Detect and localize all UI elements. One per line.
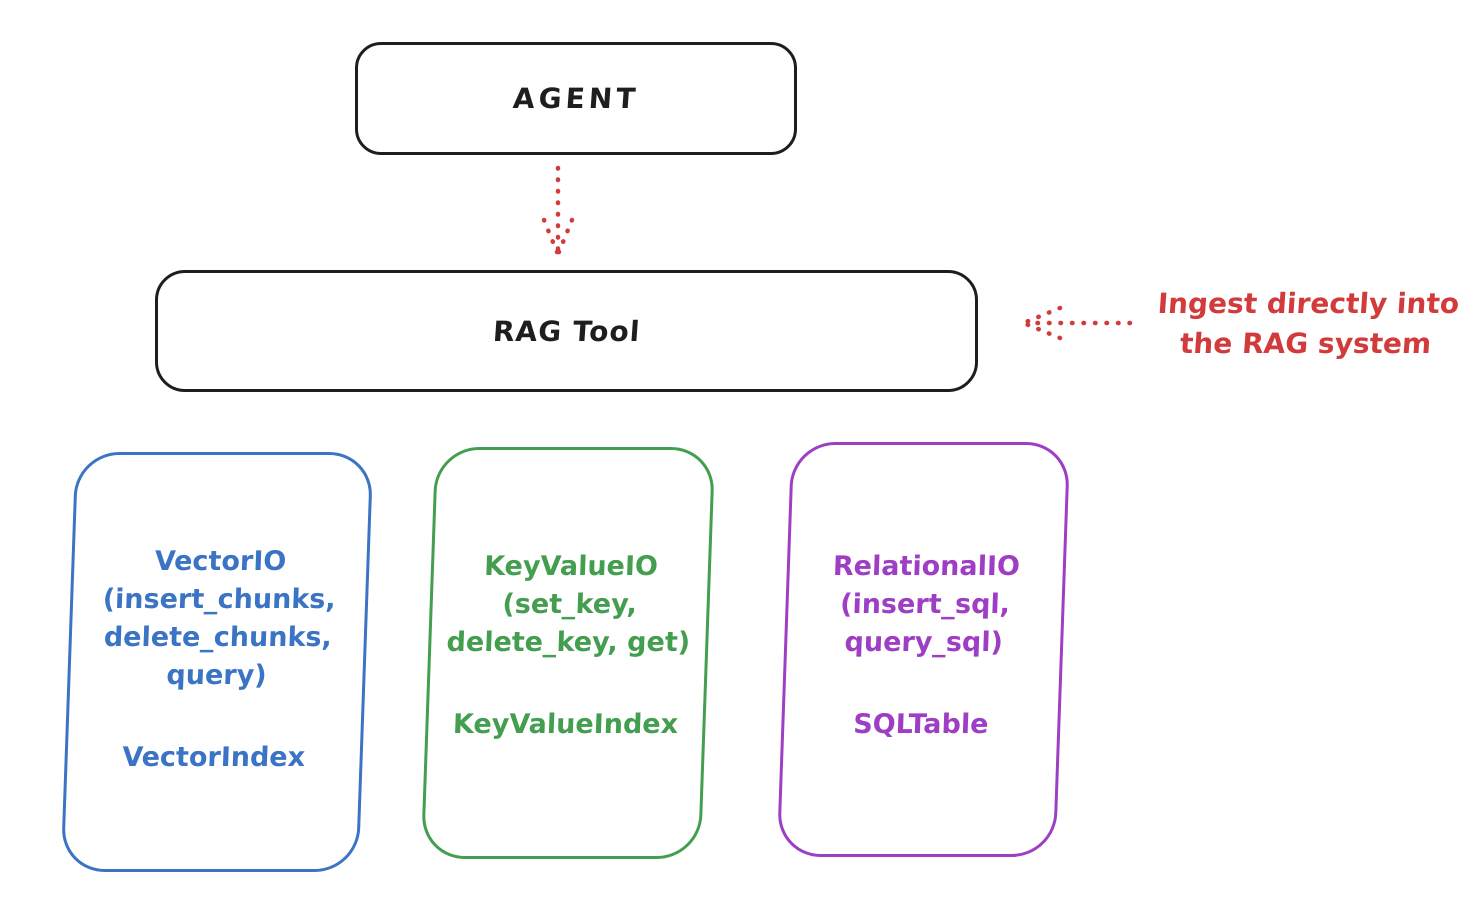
agent-box: AGENT [355, 42, 797, 155]
keyvalue-io-line: delete_key, get) [446, 627, 691, 658]
sql-table-label: SQLTable [852, 709, 990, 740]
vector-io-line: delete_chunks, [103, 622, 333, 653]
arrow-down-icon [541, 165, 575, 255]
keyvalue-io-box: KeyValueIO (set_key, delete_key, get) Ke… [420, 447, 716, 859]
vector-io-line: (insert_chunks, [102, 584, 337, 615]
ingest-annotation-line1: Ingest directly into [1156, 287, 1461, 320]
vector-io-box: VectorIO (insert_chunks, delete_chunks, … [60, 452, 374, 872]
keyvalue-index-label: KeyValueIndex [452, 709, 679, 740]
ingest-annotation: Ingest directly into the RAG system [1127, 284, 1484, 364]
agent-label: AGENT [511, 82, 641, 115]
ingest-annotation-line2: the RAG system [1178, 327, 1433, 360]
relational-io-line: (insert_sql, [839, 589, 1011, 620]
spacer [214, 695, 216, 739]
arrow-left-icon [1023, 305, 1133, 341]
spacer [922, 662, 924, 706]
relational-io-line: RelationalIO [832, 551, 1021, 582]
rag-tool-label: RAG Tool [491, 314, 642, 348]
spacer [566, 662, 568, 706]
keyvalue-io-line: (set_key, [501, 589, 638, 620]
rag-tool-box: RAG Tool [155, 270, 978, 392]
vector-io-line: query) [165, 660, 268, 691]
keyvalue-io-line: KeyValueIO [483, 551, 659, 582]
relational-io-line: query_sql) [844, 627, 1004, 658]
vector-io-line: VectorIO [154, 546, 287, 577]
vector-index-label: VectorIndex [121, 742, 306, 773]
relational-io-box: RelationalIO (insert_sql, query_sql) SQL… [776, 442, 1071, 857]
